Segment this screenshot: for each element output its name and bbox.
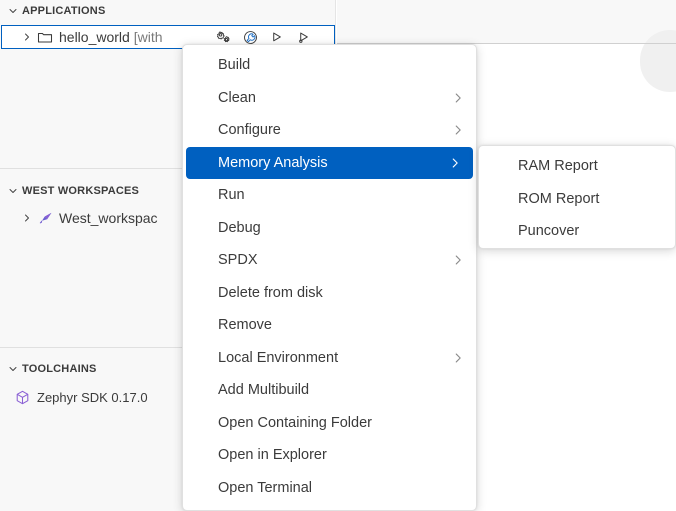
chevron-down-icon [4, 182, 22, 200]
section-header-applications[interactable]: APPLICATIONS [0, 0, 336, 22]
section-divider [0, 168, 336, 169]
menu-item-label: Clean [218, 89, 256, 106]
section-applications: APPLICATIONS hello_world [with [0, 0, 336, 169]
menu-item-label: ROM Report [518, 190, 600, 207]
section-title-west-workspaces: WEST WORKSPACES [22, 185, 140, 197]
submenu-item-ram-report[interactable]: RAM Report [479, 150, 675, 183]
chevron-down-icon [4, 2, 22, 20]
menu-item-label: Build [218, 57, 251, 74]
context-menu-item-local-environment[interactable]: Local Environment [183, 342, 476, 375]
context-menu-item-delete-from-disk[interactable]: Delete from disk [183, 277, 476, 310]
section-header-west-workspaces[interactable]: WEST WORKSPACES [0, 180, 336, 202]
submenu-item-rom-report[interactable]: ROM Report [479, 183, 675, 216]
chevron-down-icon [4, 360, 22, 378]
chevron-right-icon[interactable] [18, 28, 36, 46]
chevron-right-icon [450, 350, 466, 366]
tree-row-label: hello_world [with [59, 29, 163, 45]
context-menu-item-memory-analysis[interactable]: Memory Analysis [186, 146, 473, 179]
chevron-right-icon [447, 155, 463, 171]
wrench-configure-icon[interactable] [241, 28, 259, 46]
tab-strip-background [337, 0, 676, 43]
context-menu-item-open-terminal[interactable]: Open Terminal [183, 472, 476, 505]
context-menu-item-open-containing-folder[interactable]: Open Containing Folder [183, 407, 476, 440]
context-menu-item-open-in-explorer[interactable]: Open in Explorer [183, 439, 476, 472]
section-divider [0, 347, 336, 348]
cube-icon [13, 388, 31, 406]
menu-item-label: Open Terminal [218, 479, 313, 496]
context-menu-item-configure[interactable]: Configure [183, 114, 476, 147]
tree-row-zephyr-sdk[interactable]: Zephyr SDK 0.17.0 [0, 385, 336, 409]
context-menu-item-build[interactable]: Build [183, 49, 476, 82]
menu-item-label: RAM Report [518, 158, 598, 175]
tree-row-label: West_workspac [59, 210, 158, 226]
menu-item-label: Remove [218, 317, 272, 334]
context-menu-item-add-multibuild[interactable]: Add Multibuild [183, 374, 476, 407]
menu-item-label: Memory Analysis [218, 154, 328, 171]
folder-icon [36, 28, 54, 46]
submenu-item-puncover[interactable]: Puncover [479, 215, 675, 248]
chevron-right-icon [450, 122, 466, 138]
menu-item-label: Debug [218, 219, 261, 236]
context-menu-item-remove[interactable]: Remove [183, 309, 476, 342]
tab-strip-divider [337, 43, 676, 44]
tree-row-label: Zephyr SDK 0.17.0 [37, 389, 148, 405]
chevron-right-icon[interactable] [18, 209, 36, 227]
section-toolchains: TOOLCHAINS Zephyr SDK 0.17.0 [0, 358, 336, 409]
section-title-applications: APPLICATIONS [22, 5, 106, 17]
menu-item-label: Add Multibuild [218, 382, 310, 399]
gears-build-icon[interactable] [214, 28, 232, 46]
chevron-right-icon [450, 252, 466, 268]
menu-item-label: Run [218, 187, 245, 204]
menu-item-label: Open Containing Folder [218, 414, 372, 431]
chevron-right-icon [450, 90, 466, 106]
menu-item-label: Local Environment [218, 349, 339, 366]
debug-arrow-icon[interactable] [295, 28, 313, 46]
section-west-workspaces: WEST WORKSPACES West_workspac [0, 180, 336, 348]
tree-row-actions [214, 28, 313, 46]
menu-item-label: Open in Explorer [218, 447, 327, 464]
menu-item-label: Delete from disk [218, 284, 323, 301]
section-header-toolchains[interactable]: TOOLCHAINS [0, 358, 336, 380]
run-arrow-icon[interactable] [268, 28, 286, 46]
menu-item-label: Puncover [518, 223, 580, 240]
context-menu-item-spdx[interactable]: SPDX [183, 244, 476, 277]
west-kite-icon [36, 209, 54, 227]
section-title-toolchains: TOOLCHAINS [22, 363, 97, 375]
context-menu-item-clean[interactable]: Clean [183, 82, 476, 115]
context-menu-item-debug[interactable]: Debug [183, 212, 476, 245]
context-menu-item-run[interactable]: Run [183, 179, 476, 212]
tree-row-west-workspace[interactable]: West_workspac [0, 206, 336, 230]
menu-item-label: SPDX [218, 252, 258, 269]
menu-item-label: Configure [218, 122, 281, 139]
